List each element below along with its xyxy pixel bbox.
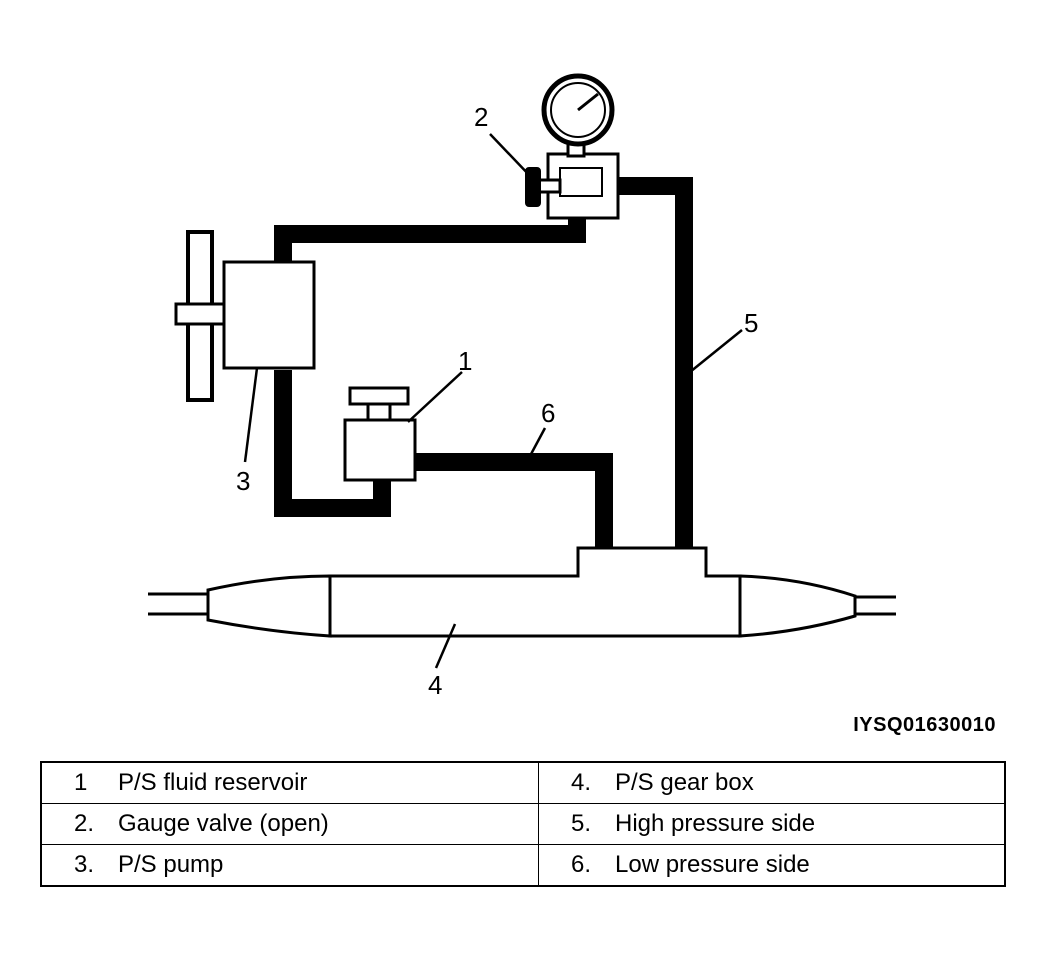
reservoir-cap xyxy=(348,386,410,406)
right-boot xyxy=(738,574,857,638)
legend-number: 1 xyxy=(74,769,88,796)
pump-outlet-line xyxy=(274,206,586,262)
legend-cell: 2. Gauge valve (open) xyxy=(40,803,539,845)
ps-pump xyxy=(222,260,316,370)
ps-fluid-reservoir xyxy=(343,418,417,482)
callout-6: 6 xyxy=(541,398,555,428)
legend-number: 3. xyxy=(74,851,95,878)
legend-number: 6. xyxy=(571,851,592,878)
gauge-valve-stem xyxy=(536,178,562,194)
leader-lines xyxy=(243,133,743,669)
legend-label: P/S fluid reservoir xyxy=(118,769,308,796)
legend-label: Low pressure side xyxy=(615,851,810,878)
pulley-hub xyxy=(174,302,230,326)
leader-2 xyxy=(489,133,533,179)
pump-return-line xyxy=(274,370,391,517)
callout-1: 1 xyxy=(458,346,472,376)
legend-cell: 3. P/S pump xyxy=(40,844,539,887)
power-steering-pressure-test-diagram: 1 2 3 4 5 6 xyxy=(148,73,896,700)
legend-label: Gauge valve (open) xyxy=(118,810,329,837)
callout-4: 4 xyxy=(428,670,442,700)
leader-6 xyxy=(528,427,547,457)
reservoir-neck xyxy=(366,402,392,422)
legend-cell: 1 P/S fluid reservoir xyxy=(40,761,539,804)
legend-table: 1 P/S fluid reservoir 4. P/S gear box 2. Ga… xyxy=(40,761,1006,887)
legend-label: High pressure side xyxy=(615,810,816,837)
legend-row: 2. Gauge valve (open) 5. High pressure sid… xyxy=(40,803,1006,845)
pressure-gauge-needle xyxy=(577,92,599,112)
left-tie-rod xyxy=(148,592,208,616)
gauge-valve-knob xyxy=(525,167,541,207)
legend-number: 4. xyxy=(571,769,592,796)
high-pressure-line xyxy=(590,177,693,548)
legend-cell: 4. P/S gear box xyxy=(538,761,1006,804)
callout-3: 3 xyxy=(236,466,250,496)
leader-5 xyxy=(689,329,743,373)
right-tie-rod xyxy=(855,595,896,616)
left-boot xyxy=(206,574,332,638)
low-pressure-line xyxy=(412,453,613,548)
legend-label: P/S pump xyxy=(118,851,224,878)
legend-cell: 6. Low pressure side xyxy=(538,844,1006,887)
gear-box xyxy=(328,546,742,638)
gauge-valve-inner xyxy=(559,167,603,197)
leader-1 xyxy=(407,371,463,423)
legend-row: 3. P/S pump 6. Low pressure side xyxy=(40,844,1006,887)
leader-4 xyxy=(434,623,457,669)
leader-3 xyxy=(243,367,259,463)
callout-5: 5 xyxy=(744,308,758,338)
legend-cell: 5. High pressure side xyxy=(538,803,1006,845)
legend-number: 2. xyxy=(74,810,95,837)
legend-row: 1 P/S fluid reservoir 4. P/S gear box xyxy=(40,761,1006,804)
legend-number: 5. xyxy=(571,810,592,837)
legend-label: P/S gear box xyxy=(615,769,754,796)
callout-2: 2 xyxy=(474,102,488,132)
figure-id: IYSQ01630010 xyxy=(853,714,996,736)
